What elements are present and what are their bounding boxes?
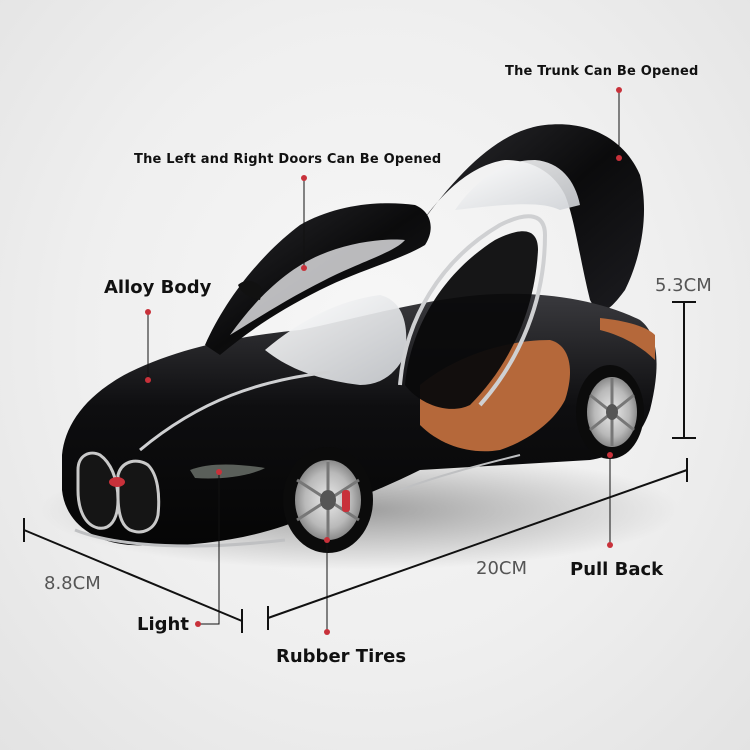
headlight [190,464,265,479]
trunk-marker [616,87,622,93]
doors-end-marker [301,265,307,271]
windshield [265,295,407,385]
rear-wheel [576,365,644,459]
callout-markers [145,87,622,635]
light-end-marker [195,621,201,627]
front-splitter [74,528,286,548]
height-dimension-line [672,301,696,439]
grille-right [116,459,161,534]
pull-back-marker [607,542,613,548]
doors-marker [301,175,307,181]
rear-interior [600,318,655,360]
rubber-tires-callout: Rubber Tires [276,646,407,667]
light-guide [198,472,220,625]
width-dimension-line [23,518,243,633]
light-marker [216,469,222,475]
door-panel [405,231,538,409]
callout-guides [147,90,620,632]
trunk-callout: The Trunk Can Be Opened [505,64,699,79]
right-door-open [420,124,645,311]
grille-logo-icon [109,477,125,487]
length-dimension-line [267,458,688,630]
light-callout: Light [137,614,189,635]
pull-back-callout: Pull Back [570,559,664,580]
car-model [62,124,657,553]
pull-back-top-marker [607,452,613,458]
trunk-end-marker [616,155,622,161]
length-dimension-label: 20CM [476,558,528,579]
right-door-window [455,160,580,210]
side-trim [399,454,521,491]
height-dimension-label: 5.3CM [655,275,712,296]
front-wheel [283,447,373,553]
width-dimension-label: 8.8CM [44,573,101,594]
tires-marker [324,537,330,543]
door-trim [398,214,548,407]
alloy-marker [145,309,151,315]
side-mirror [238,280,262,300]
alloy-end-marker [145,377,151,383]
left-door-window [230,239,405,335]
alloy-body-callout: Alloy Body [104,277,212,298]
tires-end-marker [324,629,330,635]
doors-callout: The Left and Right Doors Can Be Opened [134,152,442,167]
hood-crease [139,370,331,452]
